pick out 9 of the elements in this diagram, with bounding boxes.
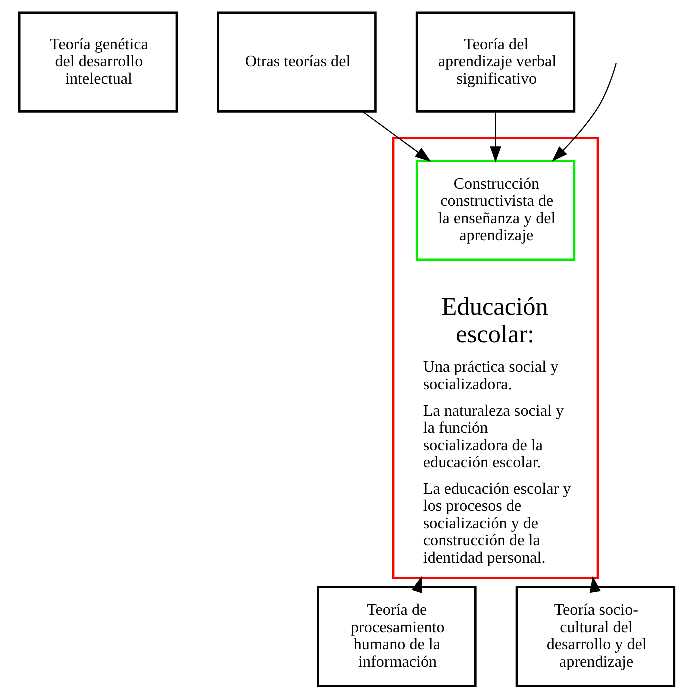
arrow xyxy=(552,63,616,162)
node-box: Teoría del aprendizaje verbal significativo xyxy=(415,12,576,113)
arrow xyxy=(362,112,431,162)
arrow xyxy=(589,576,600,594)
arrow xyxy=(411,576,422,594)
node-box: Otras teorías del xyxy=(216,12,376,113)
node-box: Teoría genética del desarrollo intelectual xyxy=(18,12,178,113)
node-box: Construcción constructivista de la enseñanza y del aprendizaje xyxy=(415,160,576,262)
arrow xyxy=(490,112,501,163)
